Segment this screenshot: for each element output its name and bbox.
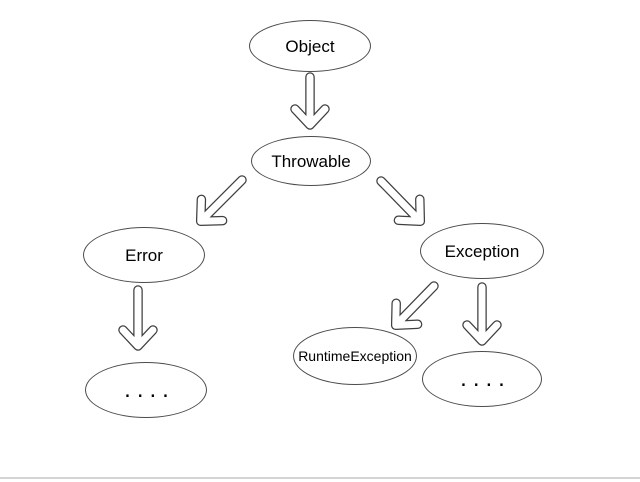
arrow-throwable-to-exception (376, 176, 426, 227)
node-object: Object (249, 20, 371, 72)
node-exception-subclasses: .... (422, 351, 542, 407)
arrow-object-to-throwable (290, 72, 330, 130)
node-throwable-label: Throwable (271, 151, 351, 171)
node-exception-subclasses-label: .... (460, 365, 511, 392)
bottom-rule (0, 477, 640, 479)
node-exception: Exception (420, 223, 544, 279)
node-runtimeexception-label: RuntimeException (298, 348, 412, 364)
node-error-subclasses: .... (85, 362, 207, 418)
node-object-label: Object (285, 36, 335, 56)
arrow-throwable-to-error (195, 175, 247, 227)
node-runtimeexception: RuntimeException (293, 327, 417, 385)
arrow-error-to-subclasses (118, 285, 158, 351)
arrow-exception-to-subclasses (462, 282, 502, 346)
node-throwable: Throwable (251, 136, 371, 186)
node-exception-label: Exception (444, 241, 520, 261)
node-error-label: Error (125, 245, 163, 265)
node-error: Error (83, 227, 205, 283)
node-error-subclasses-label: .... (124, 376, 175, 403)
arrow-exception-to-runtimeexception (390, 281, 439, 331)
